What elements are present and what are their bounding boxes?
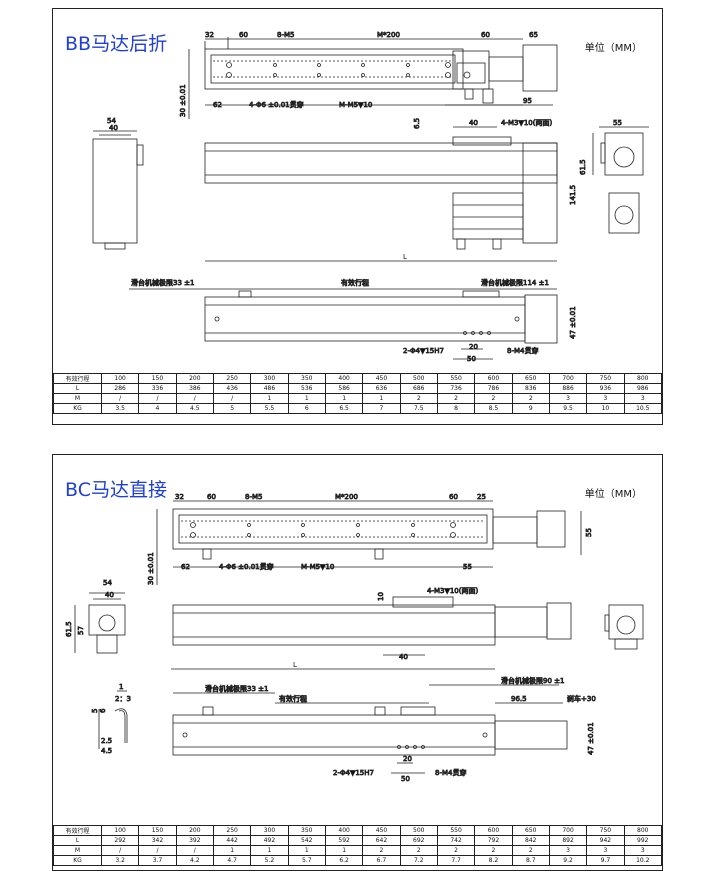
limit-left: 滑台机械极限33 ±1 bbox=[131, 278, 194, 287]
stroke-label: 有效行程 bbox=[341, 278, 369, 287]
left-end-view bbox=[74, 592, 126, 654]
dim-40b: 40 bbox=[399, 653, 408, 661]
dim-50: 50 bbox=[467, 355, 476, 363]
dim-32: 32 bbox=[205, 31, 214, 39]
bottom-view: L bbox=[129, 253, 558, 360]
dim-30: 30 ±0.01 bbox=[147, 552, 155, 585]
dim-57: 57 bbox=[77, 626, 85, 635]
dim-4m3: 4-M3▼10(两面) bbox=[501, 119, 552, 127]
dim-4m3: 4-M3▼10(两面) bbox=[427, 587, 478, 595]
dim-6: 6 bbox=[99, 708, 107, 713]
dim-8m5: 8-M5 bbox=[277, 31, 294, 39]
side-view bbox=[204, 126, 558, 250]
dim-8m5: 8-M5 bbox=[245, 493, 262, 501]
dim-60b: 60 bbox=[449, 493, 458, 501]
brake-label: 刹车+30 bbox=[567, 694, 596, 703]
side-view bbox=[172, 596, 572, 656]
ratio-2-3: 2：3 bbox=[115, 695, 131, 703]
dim-30: 30 ±0.01 bbox=[179, 84, 187, 117]
dim-mhole: M-M5▼10 bbox=[301, 563, 334, 571]
dim-95: 95 bbox=[523, 97, 532, 105]
right-end-view bbox=[604, 604, 644, 650]
dim-20: 20 bbox=[403, 755, 412, 763]
top-view bbox=[156, 500, 582, 585]
top-view bbox=[188, 37, 558, 119]
panel-title: BB马达后折 bbox=[65, 33, 168, 55]
dim-mpitch: M*200 bbox=[377, 31, 400, 39]
dim-50: 50 bbox=[401, 775, 410, 783]
dim-hole: 4-Φ6 ±0.01贯穿 bbox=[219, 562, 274, 571]
dim-65: 65 bbox=[529, 31, 538, 39]
limit-right: 滑台机械极限90 ±1 bbox=[501, 676, 564, 685]
drawing-bb: 32 60 8-M5 M*200 60 65 62 4-Φ6 ±0.01贯穿 M… bbox=[92, 31, 649, 363]
drawing-bc: 32 60 8-M5 M*200 60 25 55 62 4-Φ6 ±0.01贯… bbox=[65, 493, 644, 783]
dim-4-5: 4.5 bbox=[101, 747, 112, 755]
dim-mhole: M-M5▼10 bbox=[339, 101, 372, 109]
dim-hole: 4-Φ6 ±0.01贯穿 bbox=[249, 100, 304, 109]
panel-bc-motor-direct: BC马达直接 单位（MM） 32 60 8-M5 M*200 60 bbox=[52, 454, 663, 871]
left-end-view bbox=[92, 130, 144, 250]
dim-L: L bbox=[403, 253, 407, 261]
dim-8m4: 8-M4贯穿 bbox=[507, 346, 538, 355]
unit-label: 单位（MM） bbox=[584, 43, 642, 54]
dim-10: 10 bbox=[377, 592, 385, 601]
dim-2-5: 2.5 bbox=[101, 737, 112, 745]
panel-bb-motor-folded: BB马达后折 单位（MM） 32 bbox=[52, 8, 663, 425]
dim-61-5: 61.5 bbox=[65, 621, 73, 637]
dim-61-5: 61.5 bbox=[579, 159, 587, 175]
dim-32: 32 bbox=[175, 493, 184, 501]
dim-40: 40 bbox=[105, 591, 114, 599]
dim-62: 62 bbox=[213, 101, 222, 109]
limit-right: 滑台机械极限114 ±1 bbox=[481, 278, 549, 287]
dim-54: 54 bbox=[103, 579, 112, 587]
dim-96-5: 96.5 bbox=[511, 695, 527, 703]
dim-pin: 2-Φ4▼15H7 bbox=[333, 769, 374, 777]
dim-47: 47 ±0.01 bbox=[587, 722, 595, 755]
dim-55: 55 bbox=[585, 528, 593, 537]
dim-L: L bbox=[293, 661, 297, 669]
bottom-view: L bbox=[171, 661, 568, 774]
dim-mpitch: M*200 bbox=[335, 493, 358, 501]
dim-60: 60 bbox=[239, 31, 248, 39]
dim-60b: 60 bbox=[481, 31, 490, 39]
dim-60: 60 bbox=[207, 493, 216, 501]
panel-title: BC马达直接 bbox=[65, 479, 167, 501]
dim-pin: 2-Φ4▼15H7 bbox=[403, 347, 444, 355]
dim-5: 5 bbox=[91, 709, 99, 713]
ratio-1: 1 bbox=[119, 683, 123, 691]
dim-55b: 55 bbox=[463, 563, 472, 571]
dim-54: 54 bbox=[107, 117, 116, 125]
right-end-view bbox=[592, 126, 649, 234]
limit-left: 滑台机械极限33 ±1 bbox=[205, 684, 268, 693]
dim-62: 62 bbox=[181, 563, 190, 571]
stroke-label: 有效行程 bbox=[279, 694, 307, 703]
dim-40b: 40 bbox=[469, 119, 478, 127]
dim-6-5: 6.5 bbox=[413, 118, 421, 129]
dim-55: 55 bbox=[613, 119, 622, 127]
unit-label: 单位（MM） bbox=[584, 489, 642, 500]
dim-47: 47 ±0.01 bbox=[569, 306, 577, 339]
dim-141-5: 141.5 bbox=[569, 185, 577, 205]
dim-40: 40 bbox=[109, 124, 118, 132]
dim-20: 20 bbox=[469, 343, 478, 351]
dim-25: 25 bbox=[477, 493, 486, 501]
dim-8m4: 8-M4贯穿 bbox=[435, 768, 466, 777]
detail-view bbox=[98, 690, 128, 749]
